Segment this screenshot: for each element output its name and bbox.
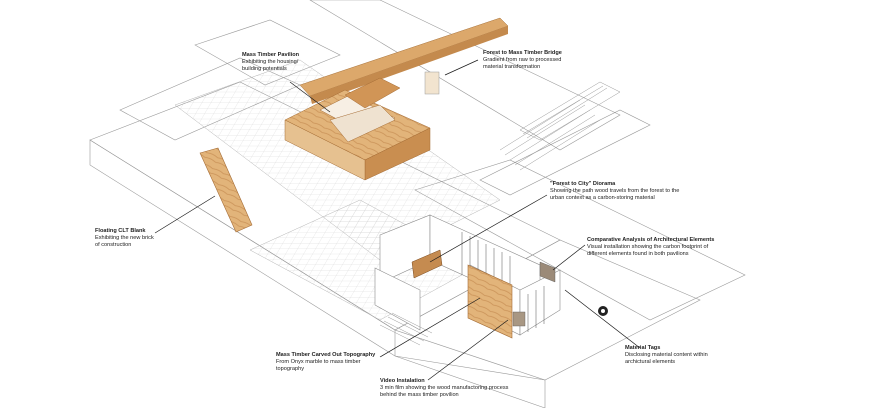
label-comparative: Comparative Analysis of Architectural El… bbox=[587, 237, 714, 258]
label-clt: Floating CLT Blank Exhibiting the new br… bbox=[95, 228, 157, 249]
label-bridge-title: Forest to Mass Timber Bridge bbox=[483, 50, 562, 56]
label-clt-desc: Exhibiting the new brick of construction bbox=[95, 235, 154, 248]
label-tags-title: Material Tags bbox=[625, 345, 661, 351]
label-tags-desc: Disclosing material content within archi… bbox=[625, 352, 708, 365]
label-bridge-desc: Gradient from raw to processed material … bbox=[483, 57, 562, 70]
label-topography-desc: From Onyx marble to mass timber topograp… bbox=[276, 359, 361, 372]
label-video-desc: 3 min film showing the wood manufactorin… bbox=[380, 385, 509, 398]
floating-clt-blank bbox=[199, 147, 253, 233]
label-diorama: "Forest to City" Diorama Showing the pat… bbox=[550, 181, 682, 202]
label-diorama-title: "Forest to City" Diorama bbox=[550, 181, 616, 187]
label-pavilion-desc: Exhibiting the housing/ building potenti… bbox=[242, 59, 299, 72]
label-comparative-title: Comparative Analysis of Architectural El… bbox=[587, 237, 715, 243]
lower-steps bbox=[379, 312, 433, 346]
video-screen bbox=[512, 311, 526, 327]
forest-to-city-diorama bbox=[411, 249, 443, 279]
label-bridge: Forest to Mass Timber Bridge Gradient fr… bbox=[483, 50, 573, 71]
timber-bridge bbox=[299, 17, 509, 104]
comparative-panel bbox=[539, 261, 556, 283]
material-tag-icon bbox=[598, 306, 608, 316]
label-video-title: Video Instalation bbox=[380, 378, 425, 384]
label-diorama-desc: Showing the path wood travels from the f… bbox=[550, 188, 680, 201]
label-topography-title: Mass Timber Carved Out Topography bbox=[276, 352, 376, 358]
stairs bbox=[499, 81, 621, 171]
label-clt-title: Floating CLT Blank bbox=[95, 228, 146, 234]
label-tags: Material Tags Disclosing material conten… bbox=[625, 345, 727, 366]
carved-topography bbox=[467, 264, 513, 339]
label-pavilion-title: Mass Timber Pavilion bbox=[242, 52, 300, 58]
label-topography: Mass Timber Carved Out Topography From O… bbox=[276, 352, 375, 373]
label-video: Video Instalation 3 min film showing the… bbox=[380, 378, 512, 399]
mass-timber-pavilion bbox=[284, 77, 431, 181]
label-pavilion: Mass Timber Pavilion Exhibiting the hous… bbox=[242, 52, 304, 73]
leader-lines bbox=[154, 59, 641, 381]
label-comparative-desc: Visual installation showing the carbon f… bbox=[587, 244, 709, 257]
